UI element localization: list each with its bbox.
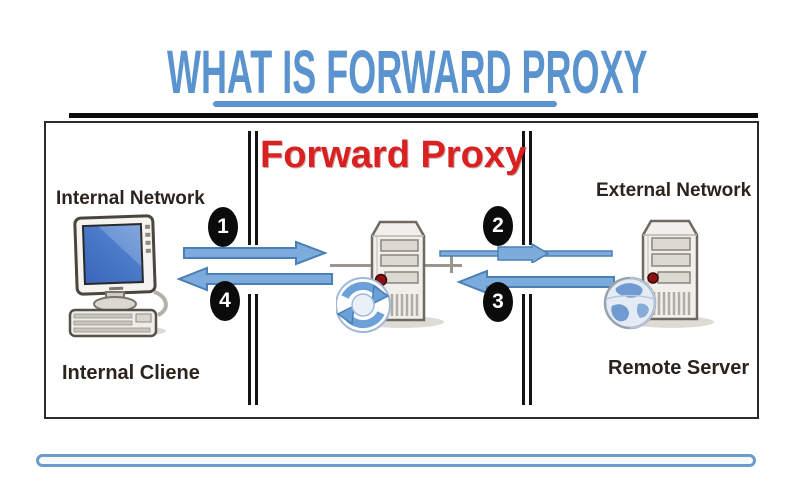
arrow-step-3-left — [456, 269, 615, 294]
globe-server-icon — [603, 219, 714, 330]
title-underline — [213, 101, 557, 107]
boundary-line-left-upper — [248, 131, 258, 245]
page-title: WHAT IS FORWARD PROXY — [0, 42, 768, 103]
step-badge-4: 4 — [210, 281, 240, 321]
diagram-heading: Forward Proxy — [260, 134, 527, 176]
desktop-computer-icon — [68, 214, 168, 338]
page-title-text: WHAT IS FORWARD PROXY — [166, 38, 648, 106]
label-external-network: External Network — [596, 180, 752, 201]
arrow-step-2-right — [439, 243, 613, 263]
boundary-line-left-lower — [248, 294, 258, 405]
diagram-top-rule — [69, 113, 758, 118]
step-badge-1: 1 — [208, 207, 238, 247]
boundary-line-right-upper — [522, 131, 532, 245]
proxy-connector-tick — [450, 256, 453, 273]
step-badge-2: 2 — [483, 206, 513, 246]
proxy-server-sync-icon — [336, 220, 444, 333]
arrow-step-4-left — [176, 266, 333, 292]
arrow-step-1-right — [183, 240, 328, 266]
label-internal-client: Internal Cliene — [62, 362, 200, 384]
boundary-line-right-lower — [522, 294, 532, 405]
label-remote-server: Remote Server — [608, 357, 750, 379]
label-internal-network: Internal Network — [56, 188, 205, 209]
bottom-divider-capsule — [36, 454, 756, 467]
step-badge-3: 3 — [483, 282, 513, 322]
